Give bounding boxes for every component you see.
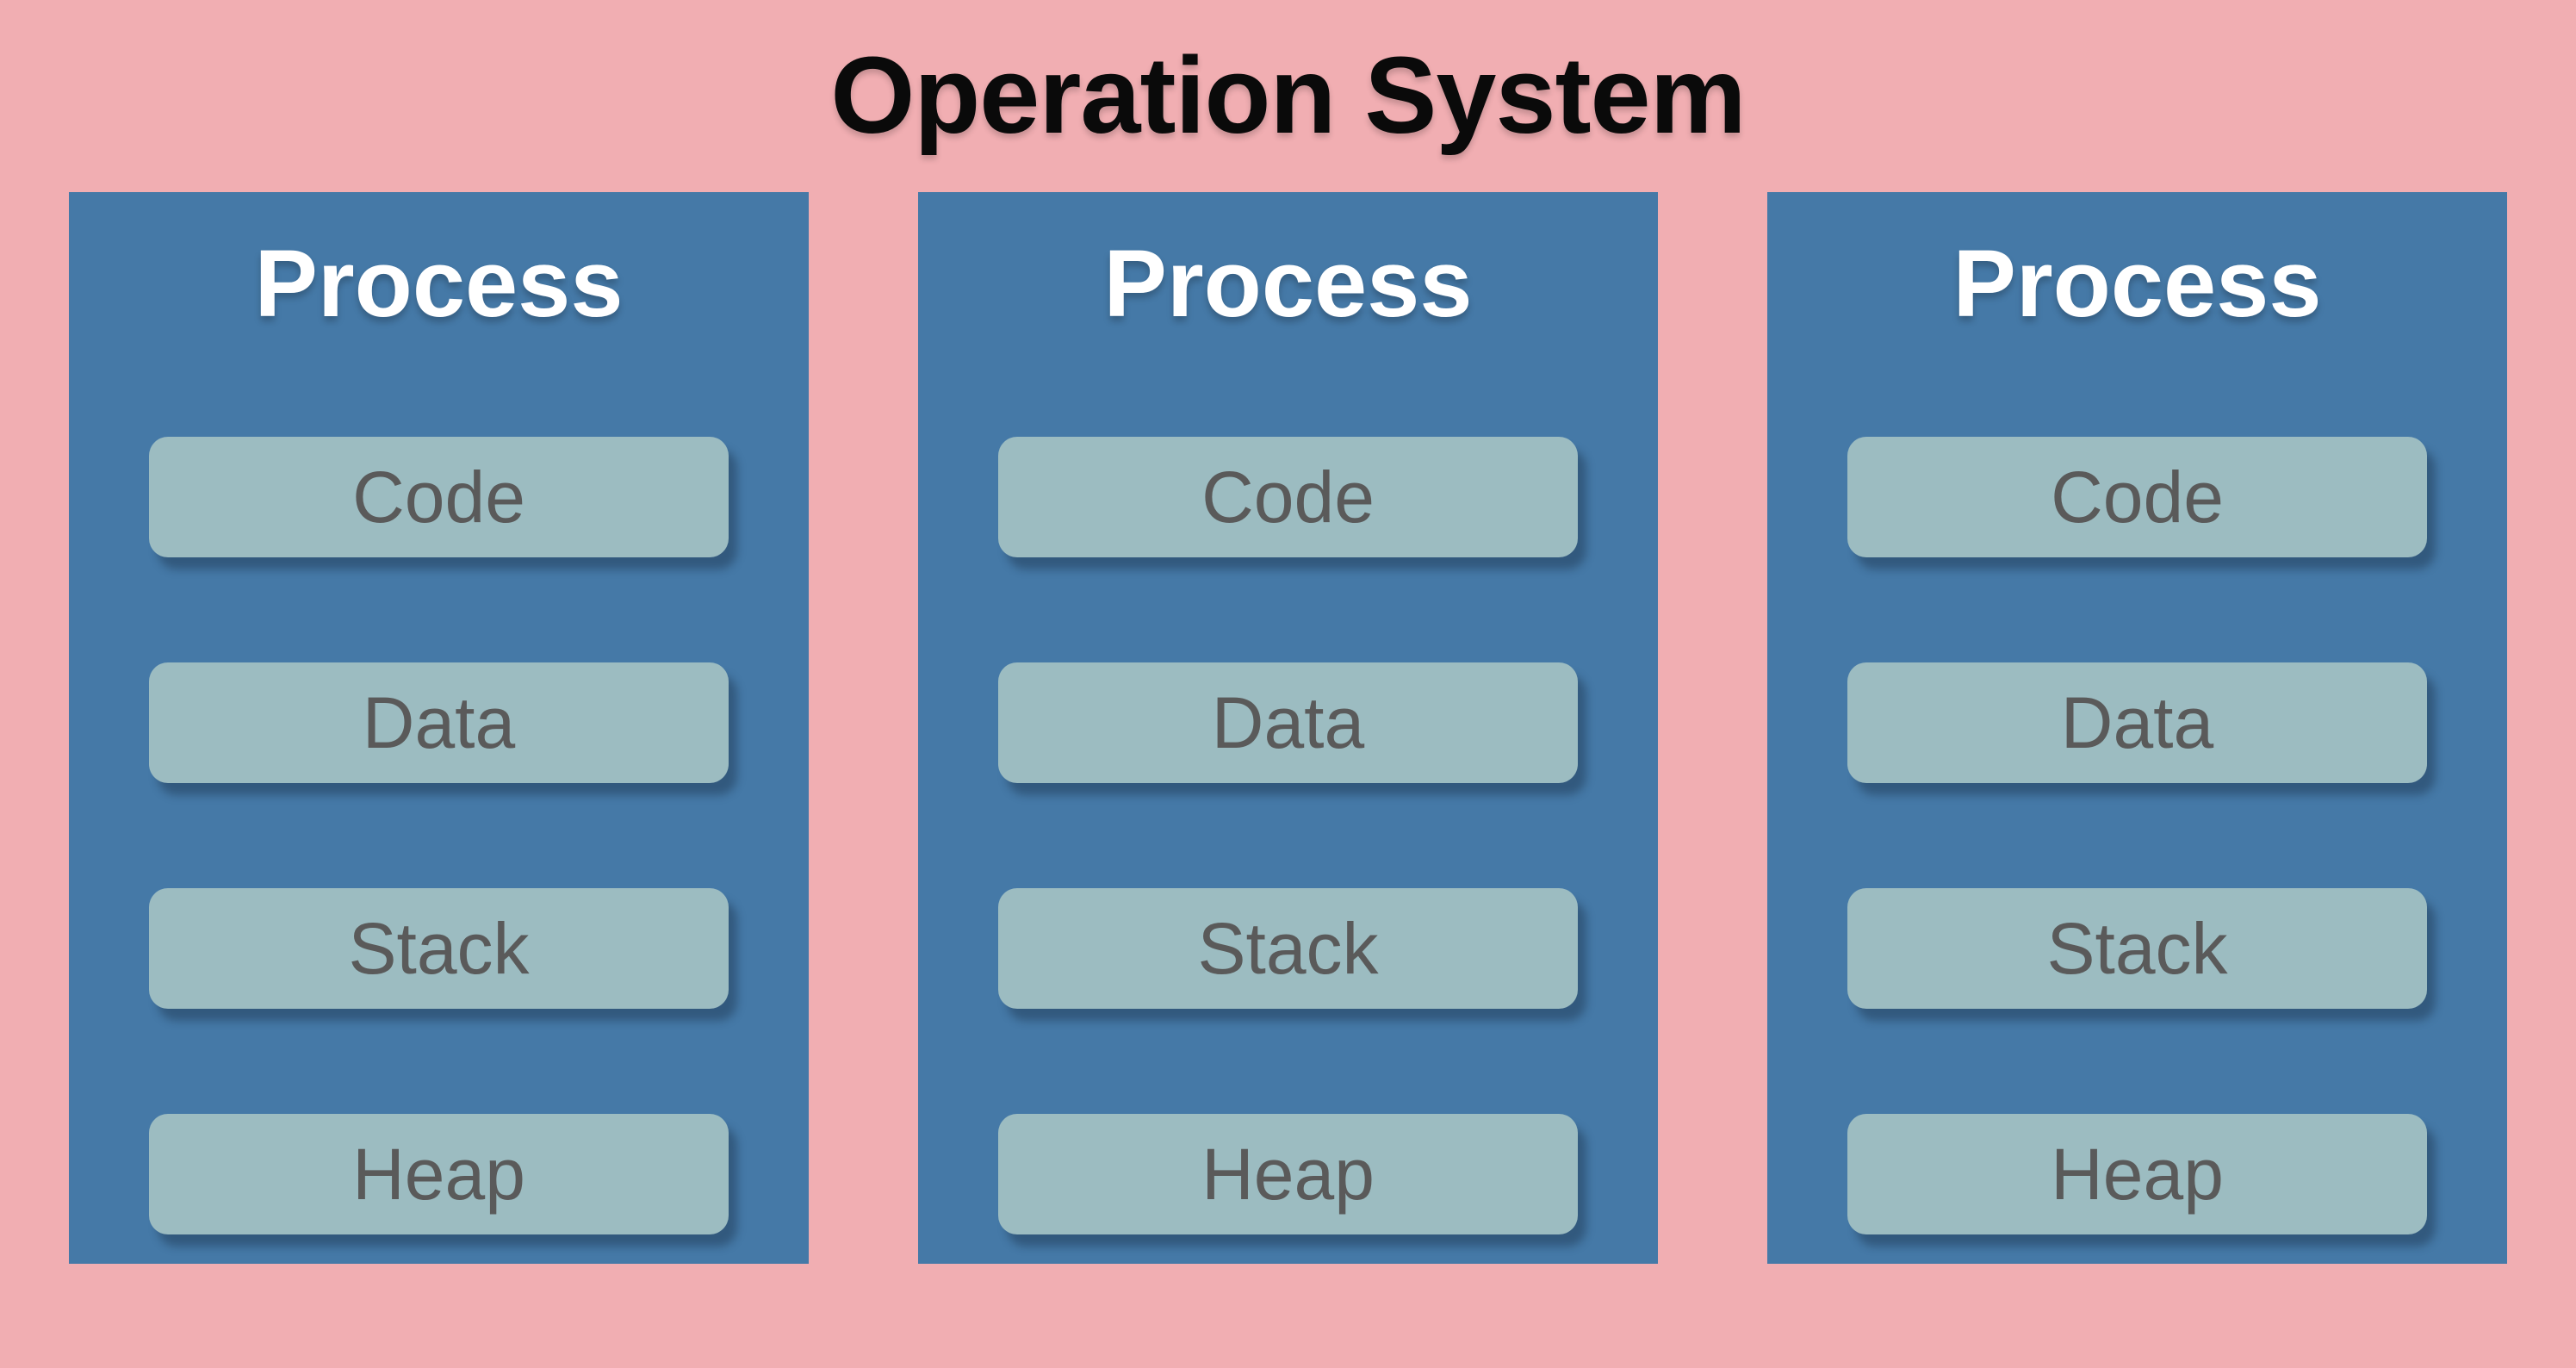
process-box-3: Process Code Data Stack Heap [1767,191,2507,1264]
segment-stack: Stack [149,887,729,1009]
segment-label: Heap [2051,1133,2224,1215]
page-title: Operation System [830,34,1746,156]
process-columns: Process Code Data Stack Heap Process Cod… [0,191,2576,1264]
segment-label: Data [362,681,516,763]
segment-code: Code [1847,436,2427,557]
segment-label: Data [1211,681,1365,763]
process-title: Process [254,230,624,337]
process-title: Process [1103,230,1473,337]
segment-label: Heap [352,1133,525,1215]
segment-label: Code [352,456,525,538]
segment-code: Code [149,436,729,557]
segment-stack: Stack [998,887,1578,1009]
segment-heap: Heap [149,1113,729,1234]
segment-heap: Heap [998,1113,1578,1234]
segment-data: Data [1847,662,2427,783]
segment-label: Data [2060,681,2214,763]
segment-label: Stack [348,907,530,989]
segment-label: Stack [1197,907,1379,989]
segment-label: Code [1201,456,1375,538]
segment-code: Code [998,436,1578,557]
process-box-2: Process Code Data Stack Heap [918,191,1658,1264]
segment-data: Data [998,662,1578,783]
segment-label: Stack [2046,907,2228,989]
segment-heap: Heap [1847,1113,2427,1234]
segment-label: Code [2051,456,2224,538]
segment-label: Heap [1201,1133,1375,1215]
process-title: Process [1952,230,2322,337]
process-box-1: Process Code Data Stack Heap [69,191,809,1264]
segment-data: Data [149,662,729,783]
segment-stack: Stack [1847,887,2427,1009]
